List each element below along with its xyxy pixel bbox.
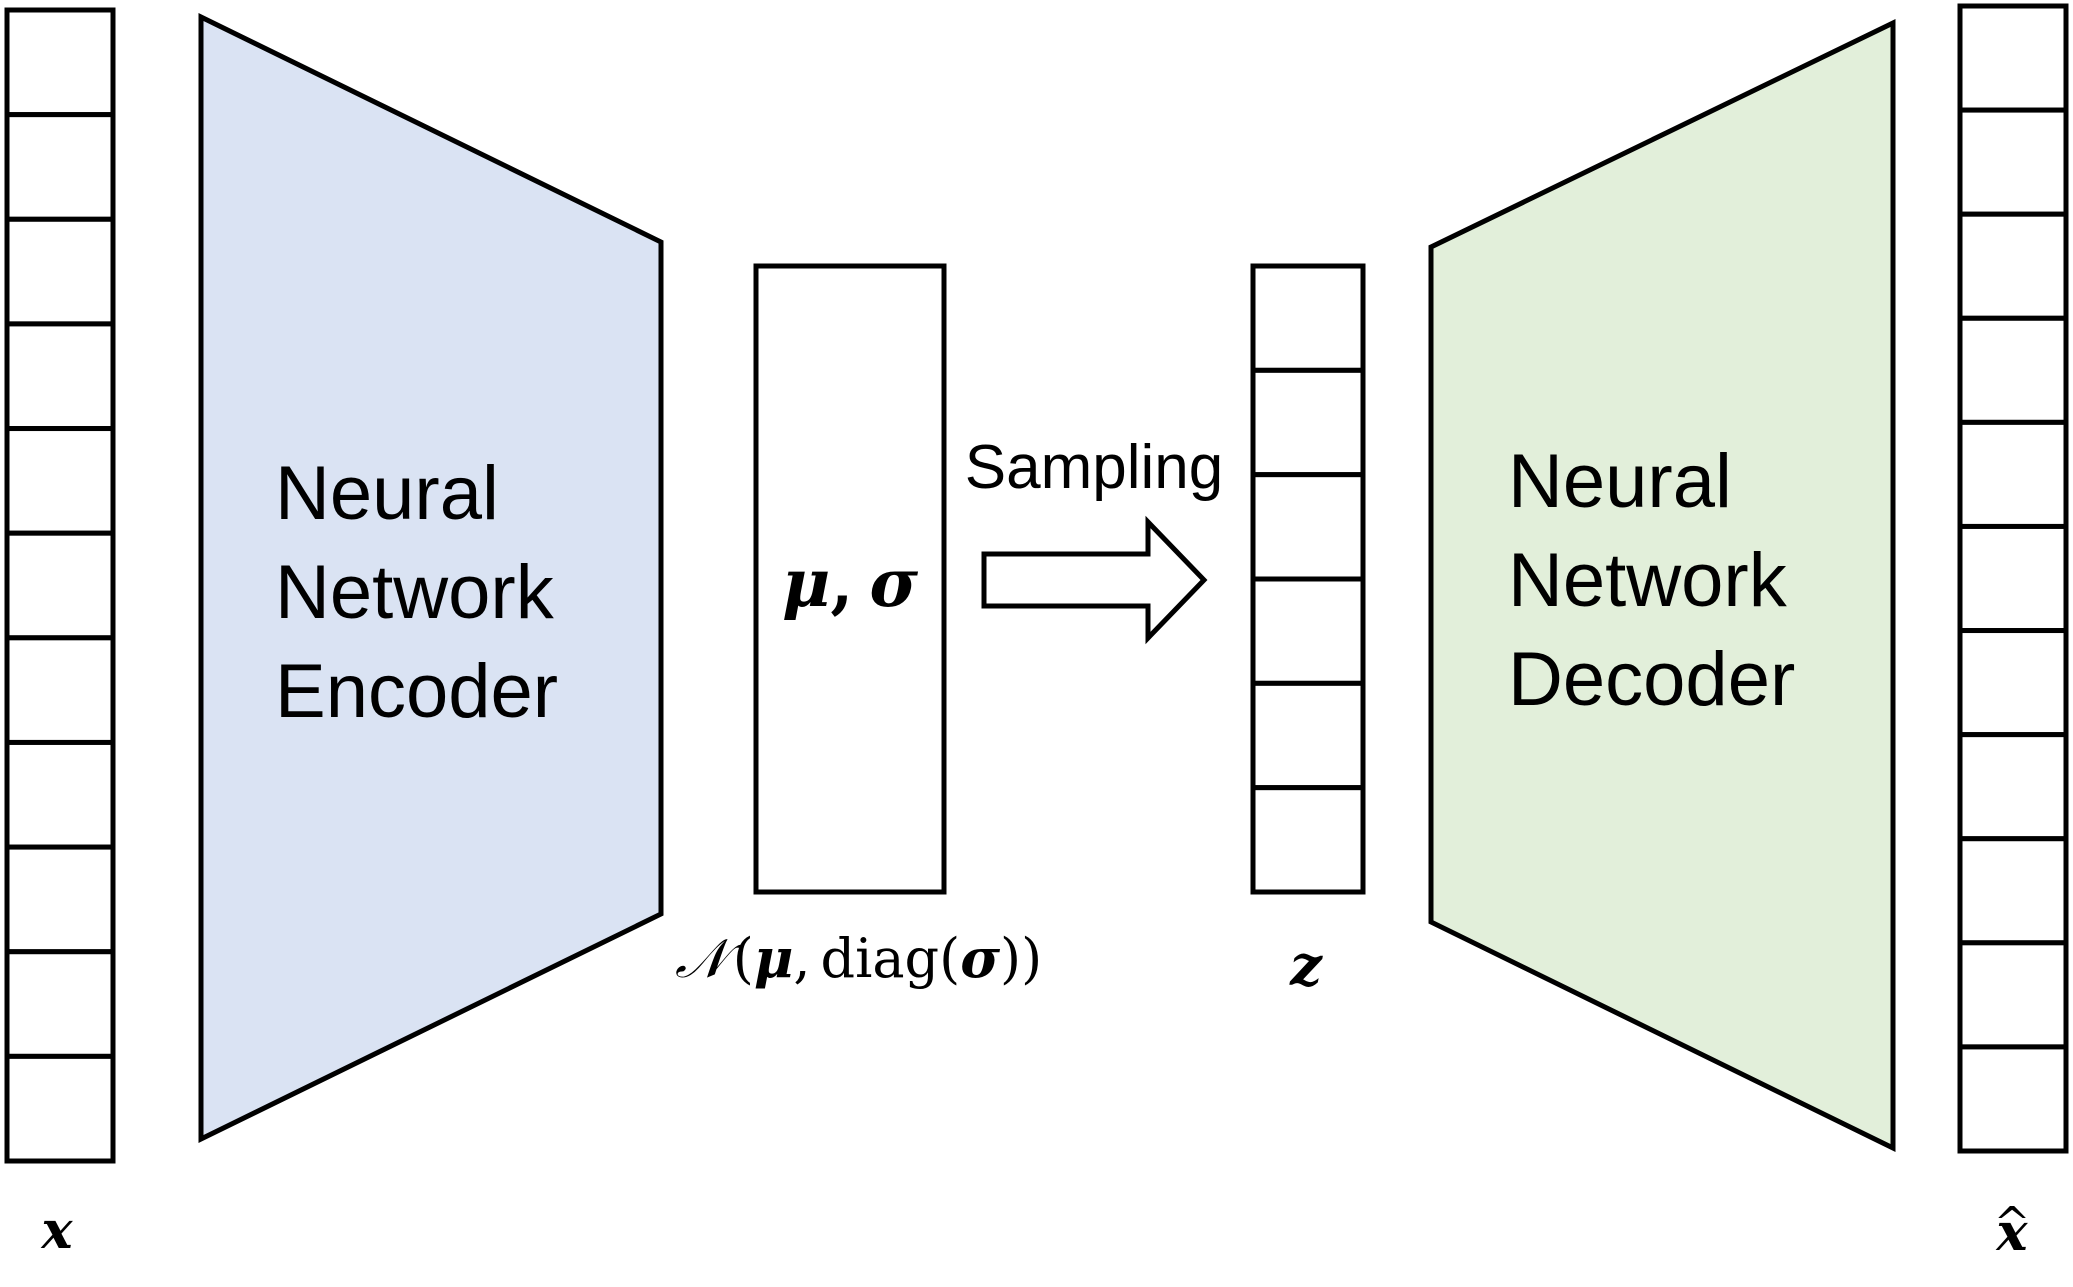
distribution-label: 𝒩(μ,diag(σ)) xyxy=(675,926,1042,990)
mu-sigma-comma: , xyxy=(830,544,853,622)
latent-vector-cell xyxy=(1250,576,1366,686)
decoder-label-line-1: Neural xyxy=(1508,439,1732,524)
decoder-label-line-3: Decoder xyxy=(1508,637,1795,722)
input-vector-cell xyxy=(4,530,116,641)
latent-vector-cell xyxy=(1250,472,1366,582)
distribution-diag: diag( xyxy=(821,927,961,990)
input-vector-cell xyxy=(4,7,116,118)
input-vector-cell xyxy=(4,739,116,850)
distribution-mu: μ xyxy=(754,926,794,990)
input-vector xyxy=(4,7,116,1164)
latent-vector-cell xyxy=(1250,785,1366,895)
distribution-comma: , xyxy=(793,927,810,990)
encoder-block xyxy=(198,12,664,1144)
latent-vector-cell xyxy=(1250,263,1366,373)
input-vector-cell xyxy=(4,112,116,222)
encoder-label-line-2: Network xyxy=(275,550,555,635)
output-vector-cell xyxy=(1957,732,2069,842)
output-vector-cell xyxy=(1957,523,2069,634)
output-vector-cell xyxy=(1957,836,2069,946)
encoder-label-line-1: Neural xyxy=(275,451,499,536)
decoder-label-line-2: Network xyxy=(1508,538,1788,623)
input-vector-cell xyxy=(4,426,116,536)
decoder-label: Neural Network Decoder xyxy=(1508,439,1808,722)
sampling-label: Sampling xyxy=(965,433,1223,502)
distribution-open-paren: ( xyxy=(733,927,754,990)
decoder-block xyxy=(1428,19,1896,1153)
sampling-arrow xyxy=(981,515,1208,645)
latent-params-label: μ,σ xyxy=(782,544,918,622)
output-vector-cell xyxy=(1957,211,2069,321)
mu-symbol: μ xyxy=(782,544,830,622)
output-vector-cell xyxy=(1957,1044,2069,1154)
sigma-symbol: σ xyxy=(869,544,918,622)
output-vector-cell xyxy=(1957,940,2069,1050)
latent-vector xyxy=(1250,263,1366,895)
input-vector-cell xyxy=(4,635,116,745)
distribution-close-paren: )) xyxy=(1000,927,1042,990)
latent-vector-cell xyxy=(1250,367,1366,478)
input-vector-cell xyxy=(4,216,116,327)
latent-params-box xyxy=(753,263,947,895)
input-vector-cell xyxy=(4,844,116,955)
input-vector-cell xyxy=(4,321,116,432)
output-vector-label: x xyxy=(1995,1202,2028,1263)
input-vector-label: x xyxy=(40,1200,73,1261)
input-vector-cell xyxy=(4,1053,116,1164)
latent-vector-cell xyxy=(1250,680,1366,791)
output-vector xyxy=(1957,3,2069,1154)
latent-vector-label: z xyxy=(1289,933,1323,999)
output-vector-cell xyxy=(1957,3,2069,113)
input-vector-cell xyxy=(4,949,116,1059)
output-vector-cell xyxy=(1957,107,2069,217)
encoder-label: Neural Network Encoder xyxy=(275,451,575,734)
output-vector-cell xyxy=(1957,315,2069,425)
encoder-label-line-3: Encoder xyxy=(275,649,558,734)
output-vector-cell xyxy=(1957,419,2069,529)
distribution-sigma: σ xyxy=(960,926,1000,990)
output-vector-hat: ^ xyxy=(1994,1198,2031,1249)
output-vector-cell xyxy=(1957,628,2069,738)
